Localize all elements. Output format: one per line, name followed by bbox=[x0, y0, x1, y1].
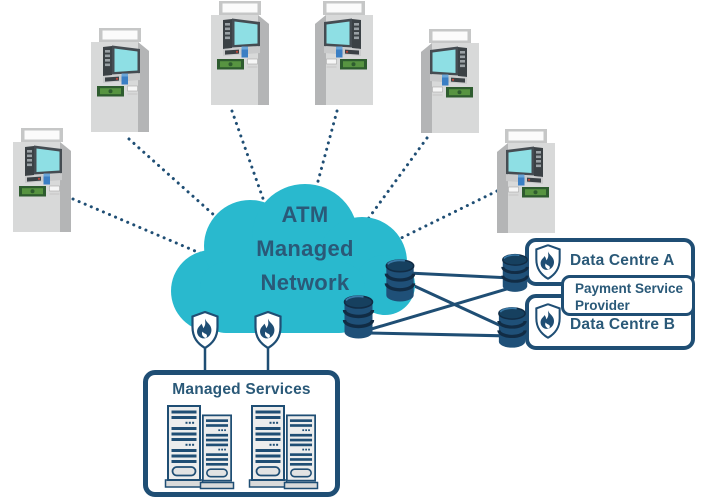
network-link-a2 bbox=[409, 282, 511, 332]
network-link-b1 bbox=[367, 286, 511, 332]
dotted-link-atm2 bbox=[127, 137, 245, 243]
atm-icon bbox=[210, 1, 270, 106]
cloud-label-line2: Managed bbox=[256, 236, 354, 261]
dotted-link-atm3 bbox=[230, 109, 268, 209]
data-centre-b-label: Data Centre B bbox=[570, 316, 676, 333]
network-link-b2 bbox=[367, 331, 513, 338]
network-link-a1 bbox=[407, 271, 513, 280]
managed-services-label: Managed Services bbox=[172, 381, 311, 398]
cloud-shape bbox=[171, 184, 415, 333]
dotted-link-atm4 bbox=[312, 109, 339, 198]
atm-icon bbox=[12, 128, 72, 233]
dotted-link-atm6 bbox=[385, 189, 499, 247]
shield-flame-icon bbox=[534, 244, 562, 280]
atm-icon bbox=[496, 129, 556, 234]
dotted-link-atm5 bbox=[358, 136, 429, 232]
payment-service-provider-box: Payment Service Provider bbox=[561, 275, 695, 316]
psp-label-line1: Payment Service bbox=[575, 281, 684, 296]
server-rack-group bbox=[164, 405, 318, 490]
atm-icon bbox=[90, 28, 150, 133]
shield-flame-icon bbox=[254, 311, 282, 349]
shield-flame-icon bbox=[191, 311, 219, 349]
server-rack-icon bbox=[285, 414, 316, 482]
data-centre-a-label: Data Centre A bbox=[570, 252, 675, 269]
server-rack-icon bbox=[250, 405, 285, 481]
server-rack-icon bbox=[166, 405, 201, 481]
psp-label-line2: Provider bbox=[575, 297, 630, 313]
server-rack-icon bbox=[201, 414, 232, 482]
atm-icon bbox=[314, 1, 374, 106]
atm-icon bbox=[420, 29, 480, 134]
cloud-label-line3: Network bbox=[260, 270, 350, 295]
cloud-label-line1: ATM bbox=[281, 202, 329, 227]
cloud-label: ATM Managed Network bbox=[212, 198, 398, 300]
shield-flame-icon bbox=[534, 303, 562, 339]
managed-services-box: Managed Services bbox=[143, 370, 340, 497]
